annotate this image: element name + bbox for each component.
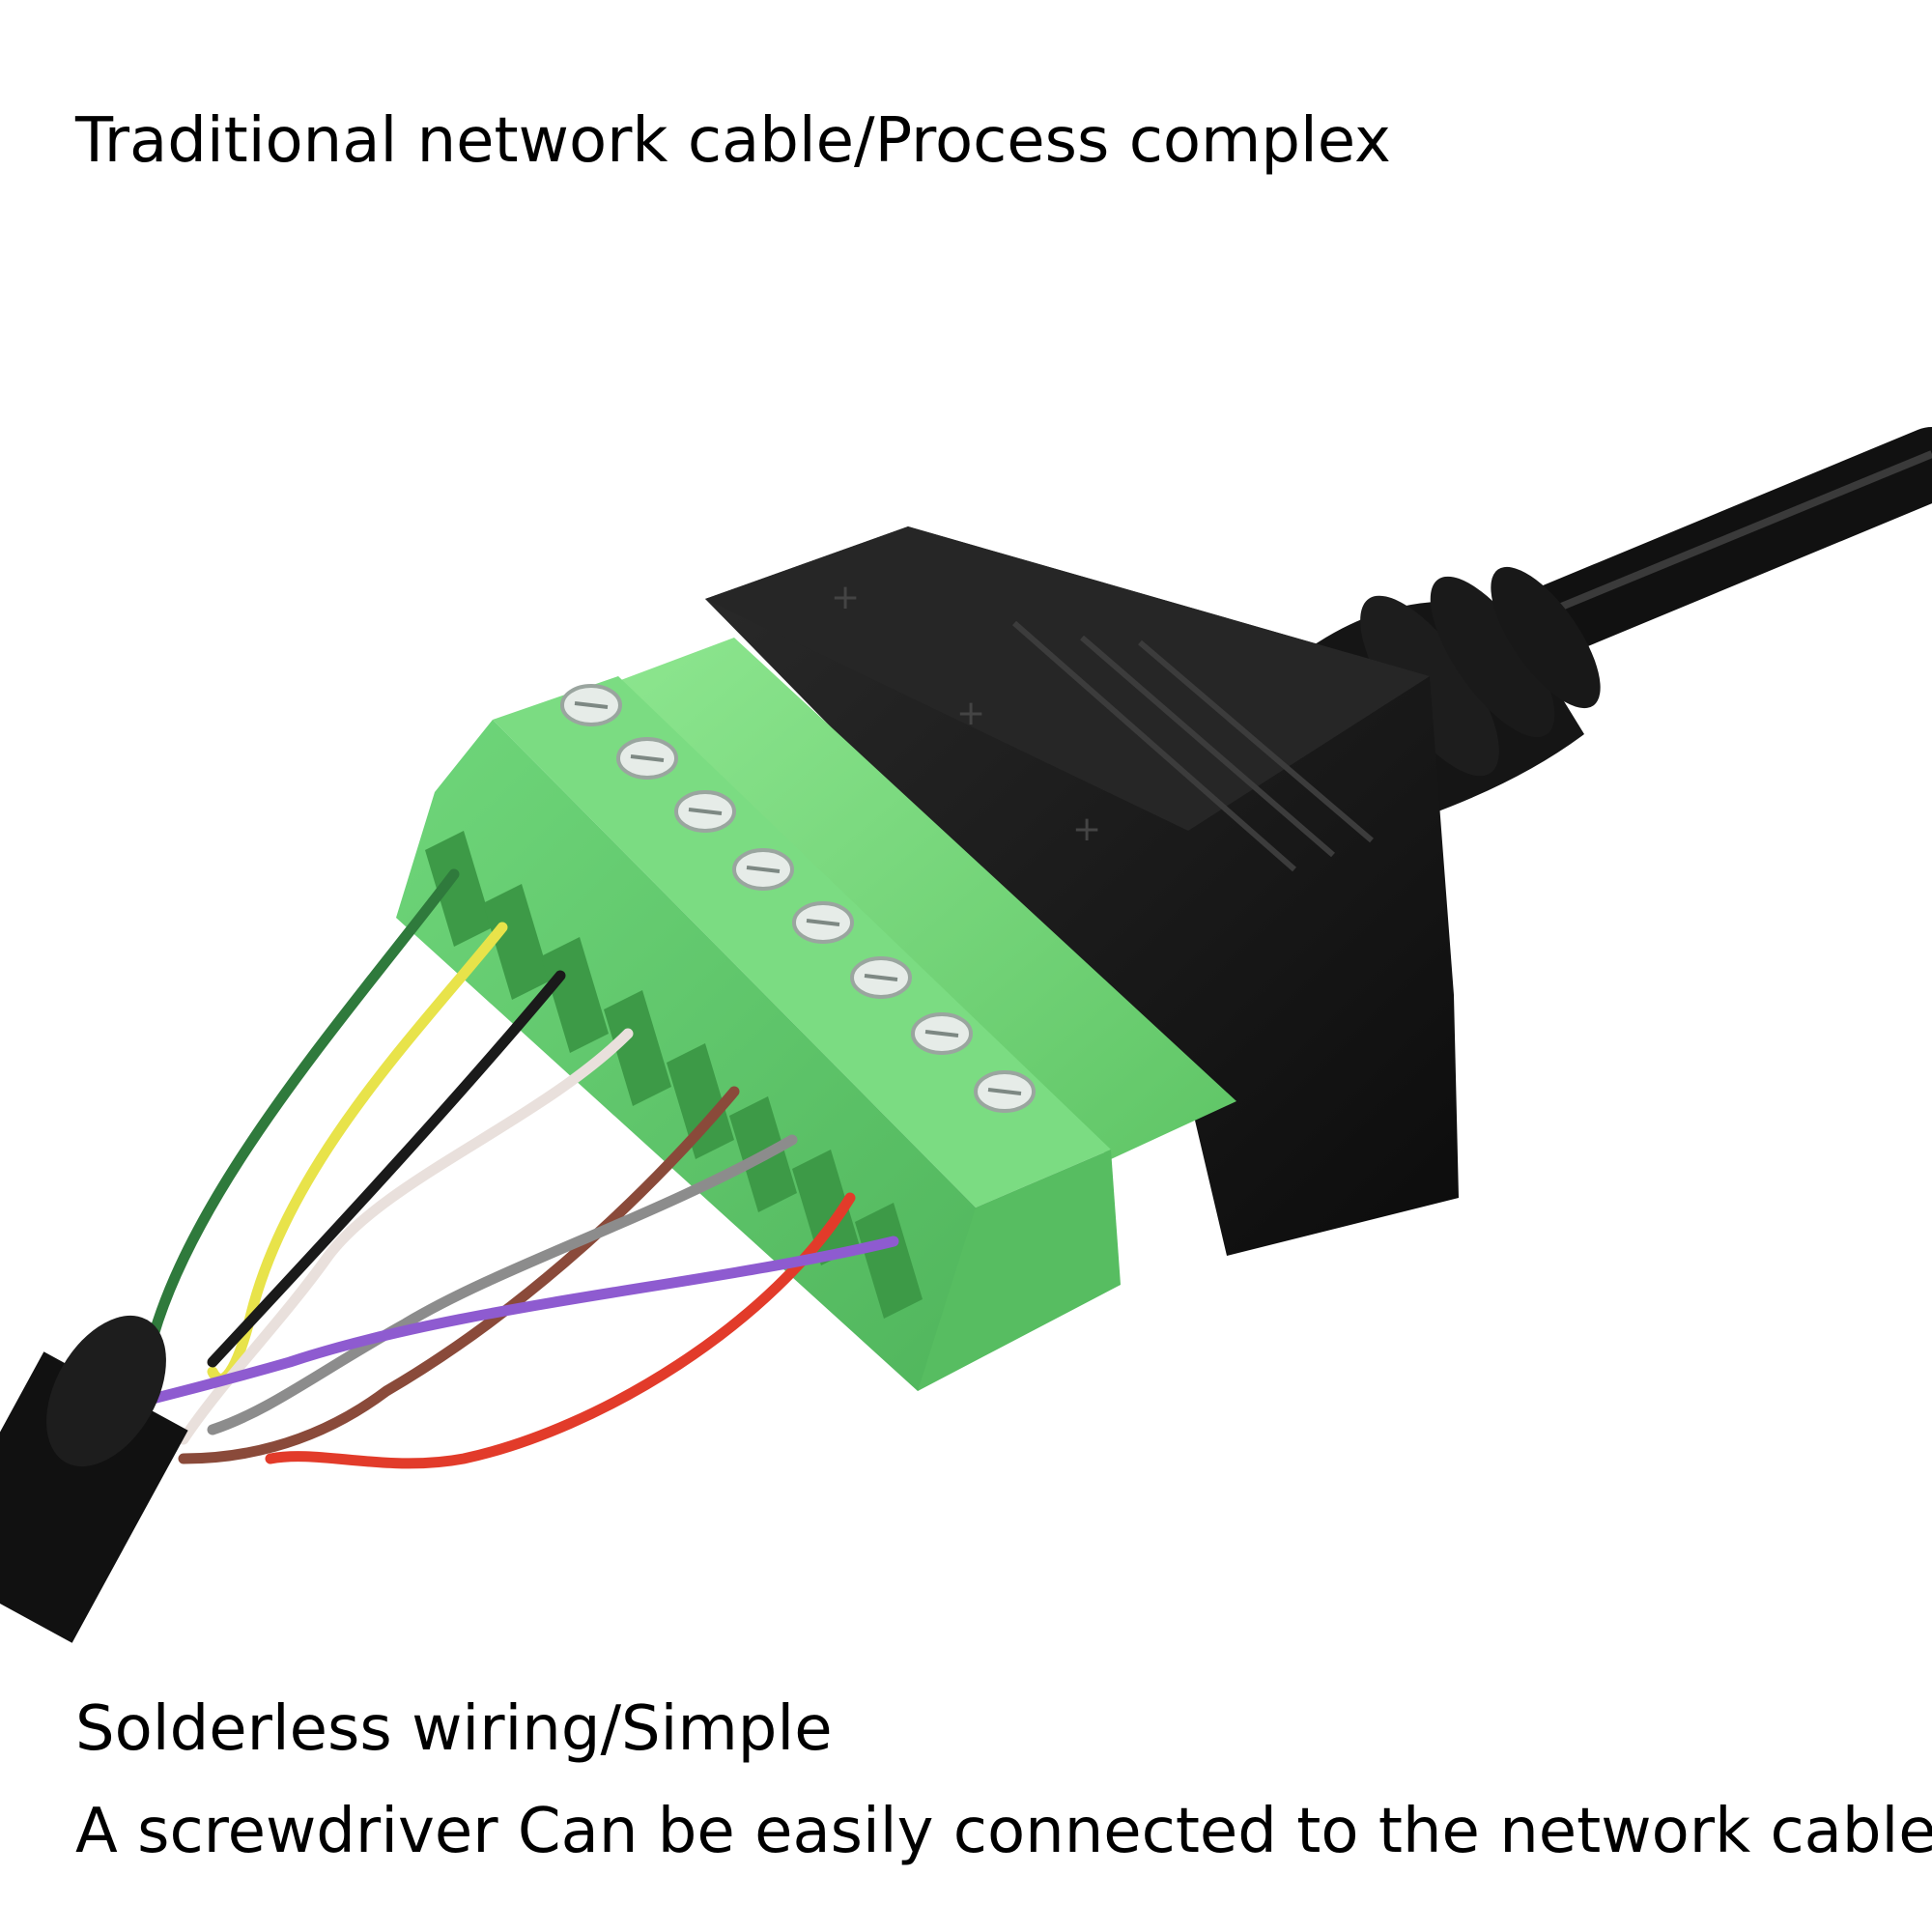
svg-text:+: +	[956, 694, 985, 733]
cable-bottom-left	[0, 1315, 188, 1643]
colored-wires	[139, 868, 899, 1469]
terminal-block	[396, 638, 1236, 1391]
svg-text:+: +	[831, 578, 860, 617]
bottom-caption-line-1: Solderless wiring/Simple	[75, 1693, 833, 1765]
terminal-screws	[560, 684, 1036, 1113]
svg-text:+: +	[1072, 810, 1101, 849]
top-caption: Traditional network cable/Process comple…	[75, 105, 1391, 177]
bottom-caption-line-2: A screwdriver Can be easily connected to…	[75, 1796, 1932, 1867]
black-housing: + + +	[705, 526, 1459, 1256]
